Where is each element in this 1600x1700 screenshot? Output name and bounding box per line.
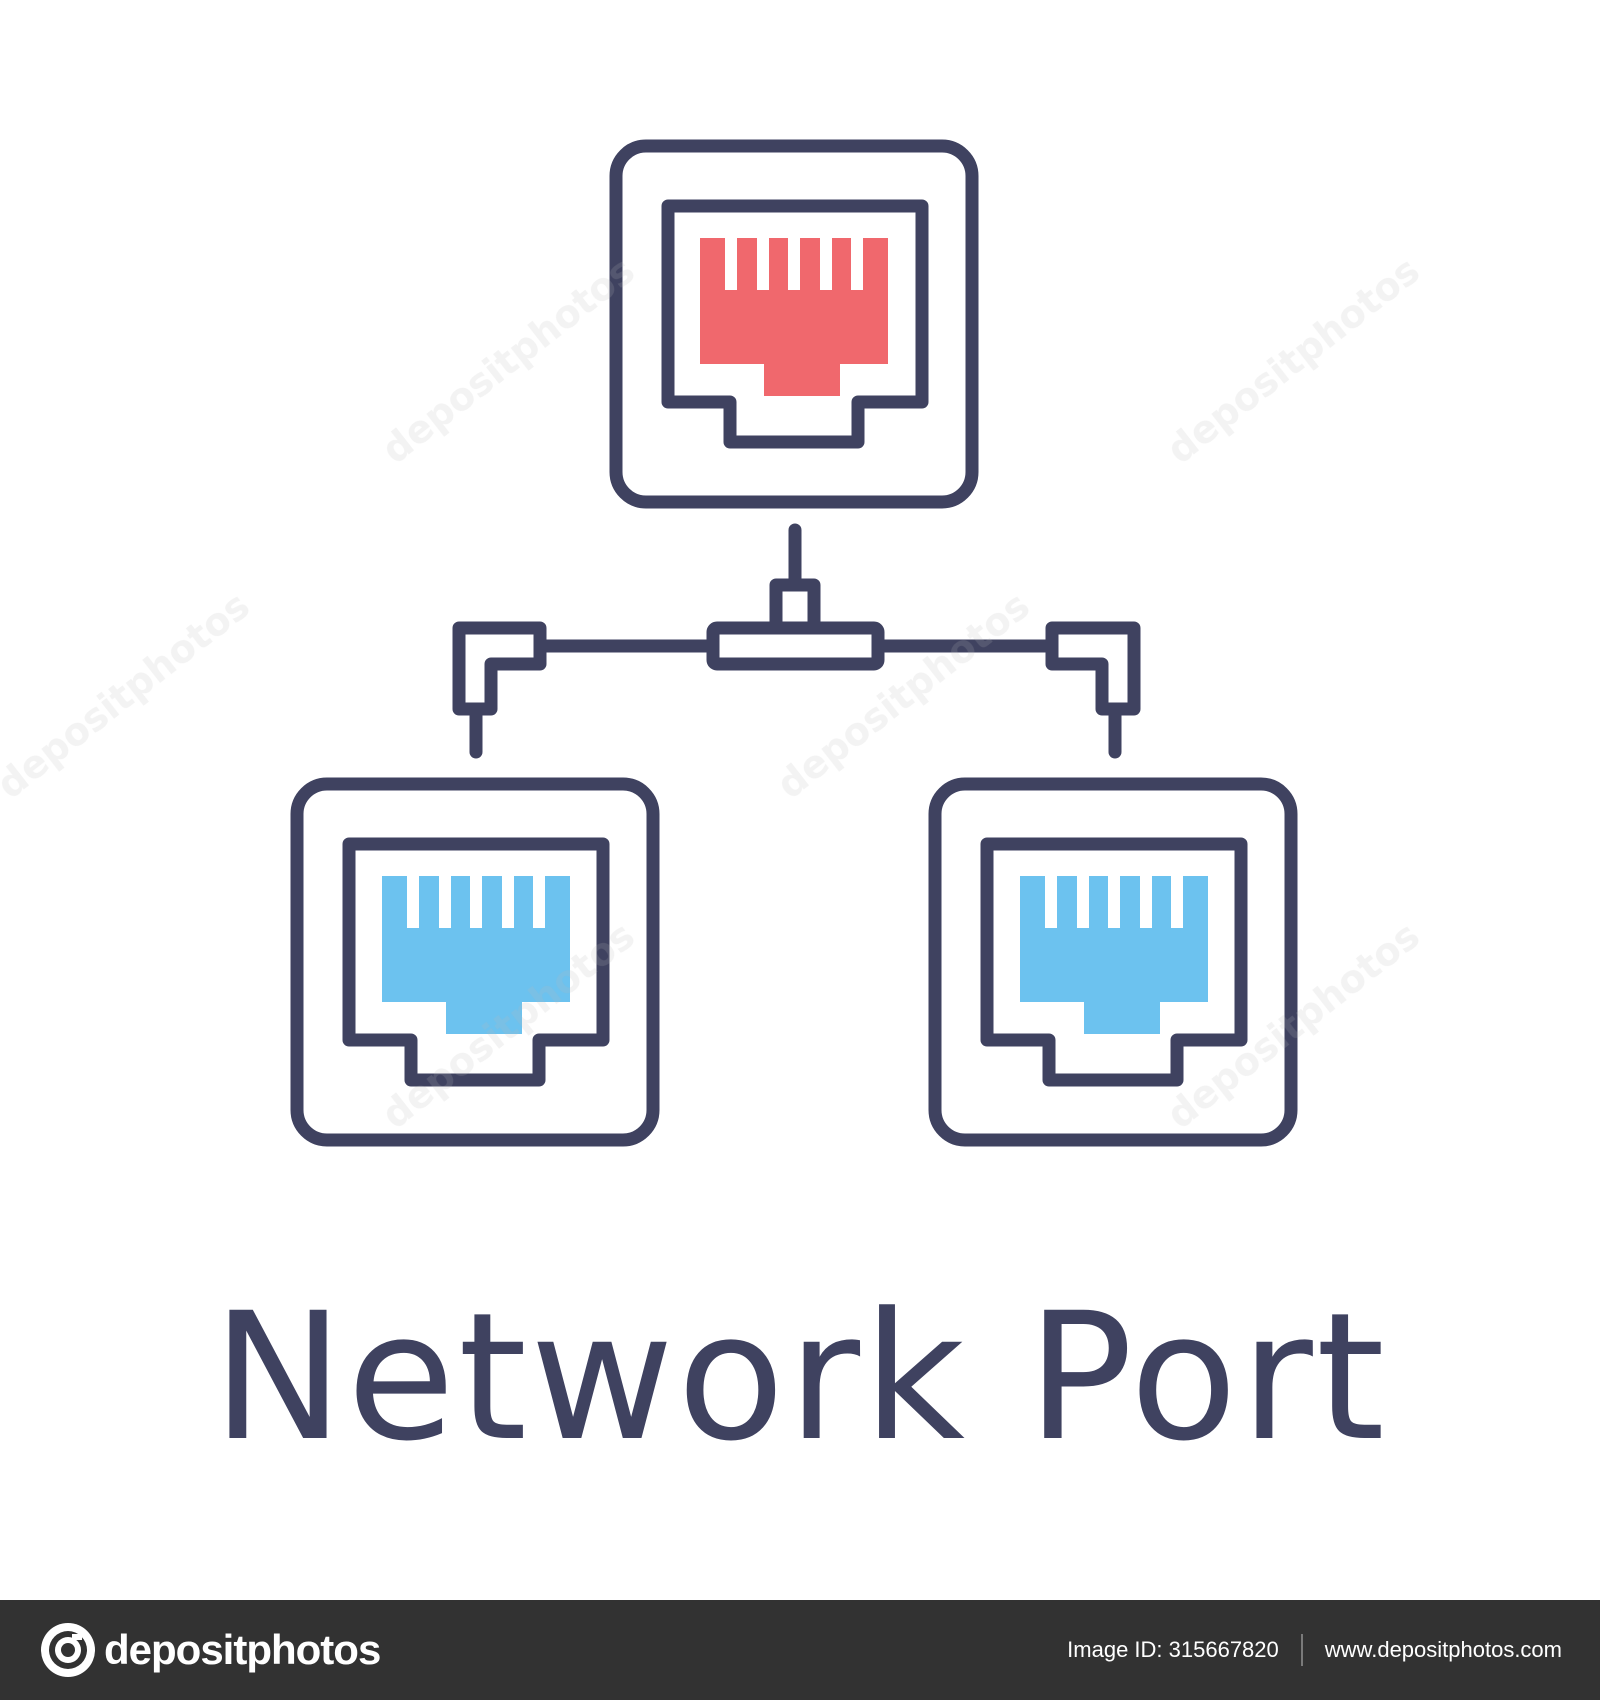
footer-bar: depositphotos Image ID: 315667820 www.de… [0, 1600, 1600, 1700]
watermark-text: depositphotos [373, 248, 642, 472]
port-left-icon [290, 777, 660, 1147]
footer-info: Image ID: 315667820 www.depositphotos.co… [1067, 1600, 1562, 1700]
port-right-pins [1020, 876, 1208, 1034]
watermark-text: depositphotos [1158, 248, 1427, 472]
port-left-pins [382, 876, 570, 1034]
network-port-illustration: depositphotos depositphotos depositphoto… [0, 139, 1428, 1147]
footer-divider [1300, 1634, 1303, 1666]
network-splitter-icon [452, 523, 1141, 759]
port-right-icon [928, 777, 1298, 1147]
website-link[interactable]: www.depositphotos.com [1324, 1637, 1562, 1662]
caption-title: Network Port [212, 1275, 1388, 1480]
watermark-text: depositphotos [0, 583, 258, 807]
depositphotos-logo-icon [41, 1623, 95, 1677]
watermark: depositphotos depositphotos depositphoto… [0, 248, 1428, 1137]
image-id: Image ID: 315667820 [1067, 1637, 1279, 1662]
port-top-icon [609, 139, 979, 509]
brand-logo-text[interactable]: depositphotos [104, 1626, 381, 1673]
port-top-pins [700, 238, 888, 396]
